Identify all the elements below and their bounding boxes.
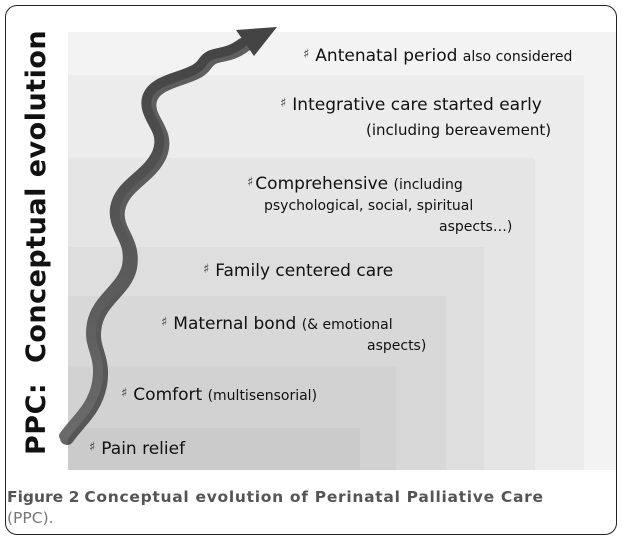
step-main: Pain relief bbox=[101, 439, 186, 459]
hash-icon: ♯ bbox=[247, 175, 254, 190]
hash-icon: ♯ bbox=[303, 47, 310, 62]
vertical-label-text: Conceptual evolution bbox=[21, 29, 52, 363]
step-main: Comprehensive bbox=[255, 174, 389, 194]
step-detail: (& emotional bbox=[301, 317, 393, 333]
step-main: Comfort bbox=[133, 385, 203, 405]
step-detail: also considered bbox=[462, 49, 573, 65]
step-detail: (including bbox=[393, 177, 463, 193]
step-main: Family centered care bbox=[215, 261, 394, 281]
hash-icon: ♯ bbox=[89, 440, 96, 455]
figure-title: Conceptual evolution of Perinatal Pallia… bbox=[84, 488, 544, 506]
hash-icon: ♯ bbox=[121, 386, 128, 401]
step-5-detail-line3: aspects…) bbox=[439, 219, 512, 235]
step-2: ♯ Comfort (multisensorial) bbox=[121, 385, 317, 405]
step-6: ♯ Integrative care started early bbox=[280, 95, 542, 115]
figure-title-end: (PPC). bbox=[7, 509, 54, 527]
step-detail: psychological, social, spiritual bbox=[264, 198, 474, 214]
arrow-body bbox=[59, 38, 247, 441]
step-main: Maternal bond bbox=[173, 314, 297, 334]
vertical-label-prefix: PPC: bbox=[21, 382, 52, 455]
step-detail: aspects…) bbox=[439, 219, 513, 235]
step-background-1 bbox=[68, 428, 360, 470]
figure-caption: Figure 2 Conceptual evolution of Perinat… bbox=[7, 487, 615, 529]
vertical-axis-label: PPC: Conceptual evolution bbox=[21, 30, 52, 455]
hash-icon: ♯ bbox=[161, 315, 168, 330]
step-6-detail: (including bereavement) bbox=[366, 121, 551, 139]
hash-icon: ♯ bbox=[280, 96, 287, 111]
step-1: ♯ Pain relief bbox=[89, 439, 185, 459]
step-main: Antenatal period bbox=[315, 46, 458, 66]
step-main: Integrative care started early bbox=[292, 95, 542, 115]
step-5-detail-line2: psychological, social, spiritual bbox=[264, 198, 473, 214]
step-4: ♯ Family centered care bbox=[203, 261, 393, 281]
step-3: ♯ Maternal bond (& emotional bbox=[161, 314, 393, 334]
step-5: ♯Comprehensive (including bbox=[247, 174, 463, 194]
step-detail: (multisensorial) bbox=[207, 388, 318, 404]
step-3-detail-line2: aspects) bbox=[367, 338, 426, 354]
step-7: ♯ Antenatal period also considered bbox=[303, 46, 572, 66]
arrow-head bbox=[236, 27, 277, 56]
hash-icon: ♯ bbox=[203, 262, 210, 277]
figure-number: Figure 2 bbox=[7, 488, 80, 506]
step-detail: aspects) bbox=[367, 338, 427, 354]
step-detail: (including bereavement) bbox=[366, 121, 552, 139]
